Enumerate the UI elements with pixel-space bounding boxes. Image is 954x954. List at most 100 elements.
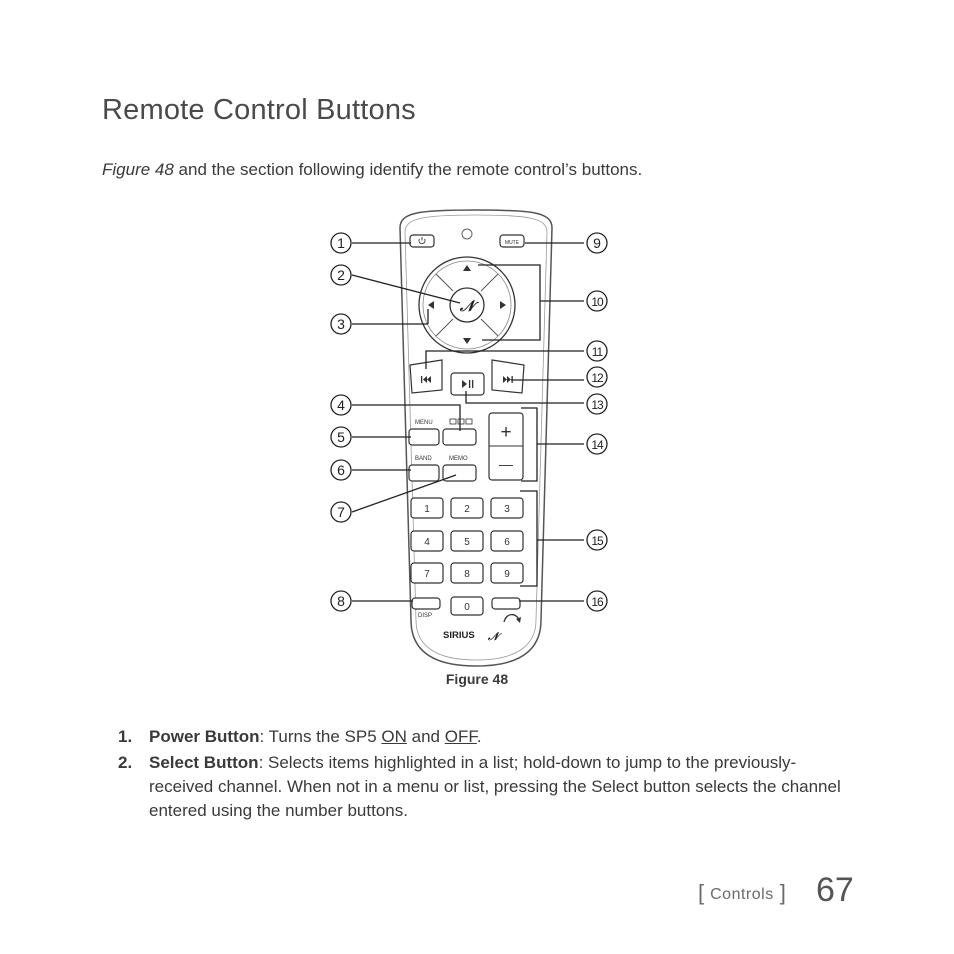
list-number: 2. bbox=[118, 753, 133, 772]
band-button bbox=[408, 464, 440, 482]
memo-label: MEMO bbox=[449, 456, 468, 462]
previous-icon bbox=[421, 376, 431, 383]
number-key-2: 2 bbox=[450, 497, 484, 519]
list-text: : Selects items highlighted in a list; h… bbox=[149, 753, 841, 820]
select-dog-icon: 𝒩 bbox=[459, 298, 479, 315]
number-key-label: 5 bbox=[464, 537, 470, 548]
number-key-label: 0 bbox=[464, 602, 470, 613]
callout-9: 9 bbox=[586, 232, 608, 254]
number-key-4: 4 bbox=[410, 530, 444, 552]
callout-label: 15 bbox=[591, 534, 604, 548]
callout-label: 9 bbox=[593, 235, 601, 251]
callout-label: 12 bbox=[591, 371, 604, 385]
number-key-label: 7 bbox=[424, 569, 430, 580]
callout-label: 8 bbox=[337, 593, 345, 609]
list-number: 1. bbox=[118, 727, 133, 746]
callout-10: 10 bbox=[586, 290, 608, 312]
callout-label: 4 bbox=[337, 397, 345, 413]
volume-plus-label: + bbox=[500, 422, 511, 443]
button-descriptions: 1. Power Button: Turns the SP5 ON and OFF… bbox=[118, 725, 858, 825]
callout-label: 14 bbox=[591, 438, 604, 452]
callout-13: 13 bbox=[586, 393, 608, 415]
band-label: BAND bbox=[415, 456, 432, 462]
footer-bracket-close: ] bbox=[779, 880, 786, 905]
power-button bbox=[409, 234, 435, 248]
callout-label: 7 bbox=[337, 504, 345, 520]
list-item: 1. Power Button: Turns the SP5 ON and OFF… bbox=[118, 725, 858, 749]
callout-11: 11 bbox=[586, 340, 608, 362]
list-text: . bbox=[476, 727, 482, 746]
callout-2: 2 bbox=[330, 264, 352, 286]
mute-label: MUTE bbox=[505, 240, 520, 246]
callout-7: 7 bbox=[330, 501, 352, 523]
remote-body-inner-edge bbox=[404, 214, 548, 661]
nav-ring-inner-edge bbox=[422, 260, 512, 350]
callout-label: 2 bbox=[337, 267, 345, 283]
number-key-5: 5 bbox=[450, 530, 484, 552]
footer-bracket-open: [ bbox=[698, 880, 705, 905]
ir-led bbox=[461, 228, 473, 240]
display-toggle-button bbox=[442, 428, 477, 446]
display-toggle-icon bbox=[449, 418, 473, 425]
page-heading: Remote Control Buttons bbox=[102, 94, 416, 126]
next-button bbox=[491, 359, 525, 394]
number-key-6: 6 bbox=[490, 530, 524, 552]
intro-paragraph: Figure 48 and the section following iden… bbox=[102, 160, 642, 180]
jump-button bbox=[491, 597, 521, 610]
number-key-0: 0 bbox=[450, 596, 484, 616]
disp-label: DISP bbox=[418, 613, 432, 619]
down-arrow-icon bbox=[463, 338, 471, 344]
callout-label: 3 bbox=[337, 316, 345, 332]
right-arrow-icon bbox=[500, 301, 506, 309]
callout-5: 5 bbox=[330, 426, 352, 448]
play-pause-icon bbox=[462, 380, 474, 388]
list-term: Power Button bbox=[149, 727, 260, 746]
callout-16: 16 bbox=[586, 590, 608, 612]
callout-label: 16 bbox=[591, 595, 604, 609]
number-key-1: 1 bbox=[410, 497, 444, 519]
previous-button bbox=[409, 359, 443, 394]
callout-label: 10 bbox=[591, 295, 604, 309]
footer-section: [ Controls] bbox=[698, 880, 786, 906]
number-key-3: 3 bbox=[490, 497, 524, 519]
number-key-7: 7 bbox=[410, 562, 444, 584]
number-key-label: 8 bbox=[464, 569, 470, 580]
leader-lines bbox=[351, 242, 584, 602]
number-key-label: 2 bbox=[464, 504, 470, 515]
list-text: and bbox=[406, 727, 445, 746]
callout-label: 6 bbox=[337, 462, 345, 478]
callout-1: 1 bbox=[330, 232, 352, 254]
brand-dog-icon: 𝒩 bbox=[487, 631, 502, 643]
figure-caption: Figure 48 bbox=[445, 671, 509, 687]
number-keypad: 1 2 3 4 5 6 7 8 9 0 bbox=[410, 497, 524, 616]
callout-15: 15 bbox=[586, 529, 608, 551]
callout-3: 3 bbox=[330, 313, 352, 335]
brand-logo: SIRIUS bbox=[443, 630, 475, 641]
number-key-8: 8 bbox=[450, 562, 484, 584]
play-pause-button bbox=[450, 372, 485, 396]
callout-14: 14 bbox=[586, 433, 608, 455]
number-key-label: 4 bbox=[424, 537, 430, 548]
callout-label: 5 bbox=[337, 429, 345, 445]
callout-4: 4 bbox=[330, 394, 352, 416]
list-item: 2.Select Button: Selects items highlight… bbox=[118, 751, 858, 823]
list-text: ON bbox=[381, 727, 407, 746]
mute-button bbox=[499, 234, 525, 248]
callout-12: 12 bbox=[586, 366, 608, 388]
page-number: 67 bbox=[816, 871, 854, 909]
power-icon bbox=[418, 237, 426, 245]
up-arrow-icon bbox=[463, 265, 471, 271]
number-key-label: 3 bbox=[504, 504, 510, 515]
callout-label: 11 bbox=[592, 345, 604, 359]
number-key-label: 1 bbox=[424, 504, 430, 515]
number-key-label: 9 bbox=[504, 569, 510, 580]
memo-button bbox=[442, 464, 477, 482]
list-text: OFF bbox=[444, 727, 477, 746]
list-text: : Turns the SP5 bbox=[259, 727, 382, 746]
left-arrow-icon bbox=[428, 301, 434, 309]
footer-section-label: Controls bbox=[710, 886, 774, 903]
select-button bbox=[449, 287, 485, 323]
volume-minus-label: — bbox=[499, 456, 513, 472]
